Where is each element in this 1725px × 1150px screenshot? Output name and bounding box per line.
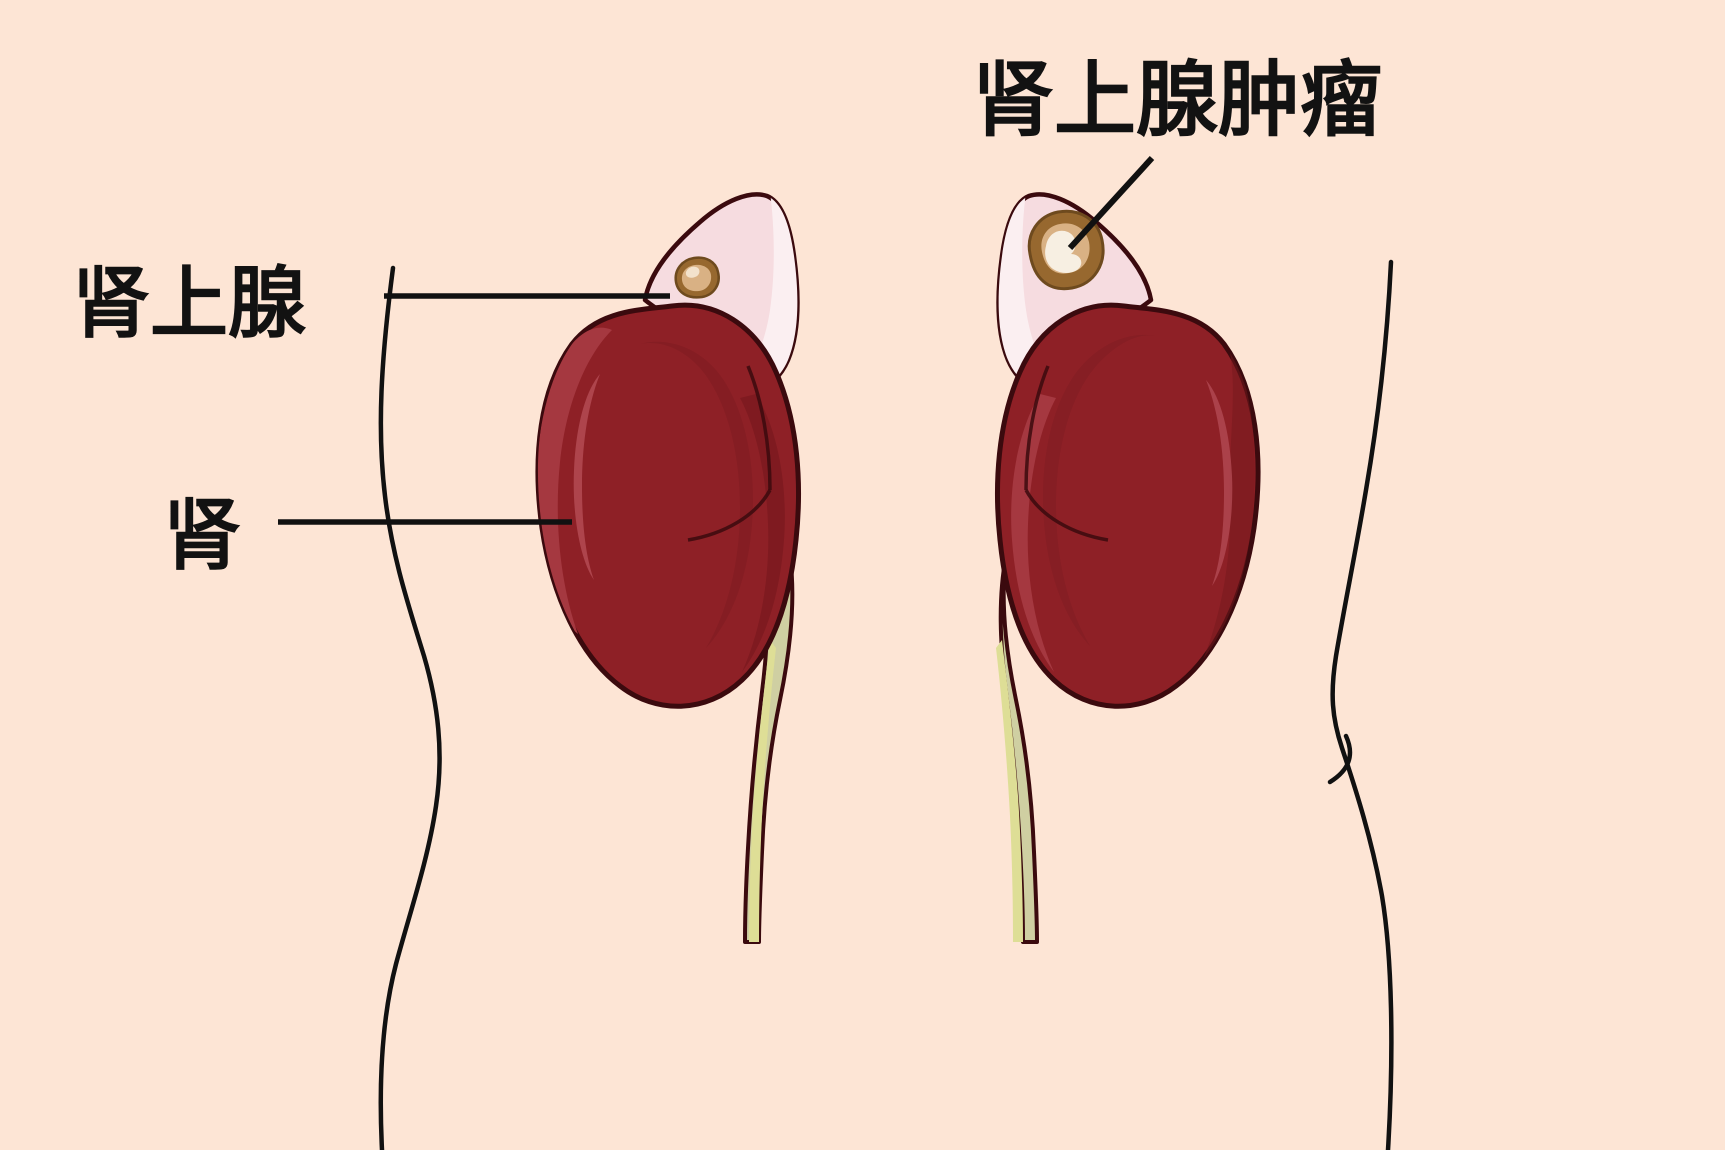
ureter-right <box>996 456 1054 944</box>
label-adrenal-gland: 肾上腺 <box>72 259 307 349</box>
adrenal-tumor-leader-line <box>1067 155 1155 251</box>
body-outline-group <box>378 259 1394 1150</box>
kidney-left-edge-shadow <box>740 394 785 672</box>
kidney-left-hilum-line-b <box>687 489 772 542</box>
body-outline-left <box>378 265 442 1150</box>
kidney-right <box>994 302 1261 709</box>
kidney-left-rim-highlight <box>537 327 612 634</box>
adrenal-right-highlight <box>998 194 1066 395</box>
kidney-right-hilum-line-b <box>1024 489 1109 542</box>
nodule-left-fleck <box>685 266 700 278</box>
kidney-right-rim-highlight <box>1011 394 1056 672</box>
ureter-right-lower-tint <box>996 640 1023 942</box>
body-outline-right <box>1330 259 1394 1150</box>
kidney-left-gloss <box>573 374 600 580</box>
body-outline-right-notch <box>1327 733 1353 785</box>
ureter-left-lower-tint <box>749 640 776 942</box>
kidney-right-edge-shadow <box>1202 336 1255 662</box>
label-kidney: 肾 <box>163 491 241 581</box>
adrenal-nodule-left <box>674 256 720 299</box>
kidney-right-gloss <box>1206 380 1233 586</box>
kidney-left-hilum-line-a <box>746 365 772 491</box>
label-adrenal-tumor: 肾上腺肿瘤 <box>972 53 1382 148</box>
organ-group-left <box>535 192 802 944</box>
leader-lines-group <box>278 155 1155 525</box>
ureter-right-shape <box>998 456 1054 944</box>
kidney-right-hilum-line-a <box>1024 365 1050 491</box>
kidney-left <box>535 302 802 709</box>
adrenal-left-highlight <box>730 194 798 395</box>
